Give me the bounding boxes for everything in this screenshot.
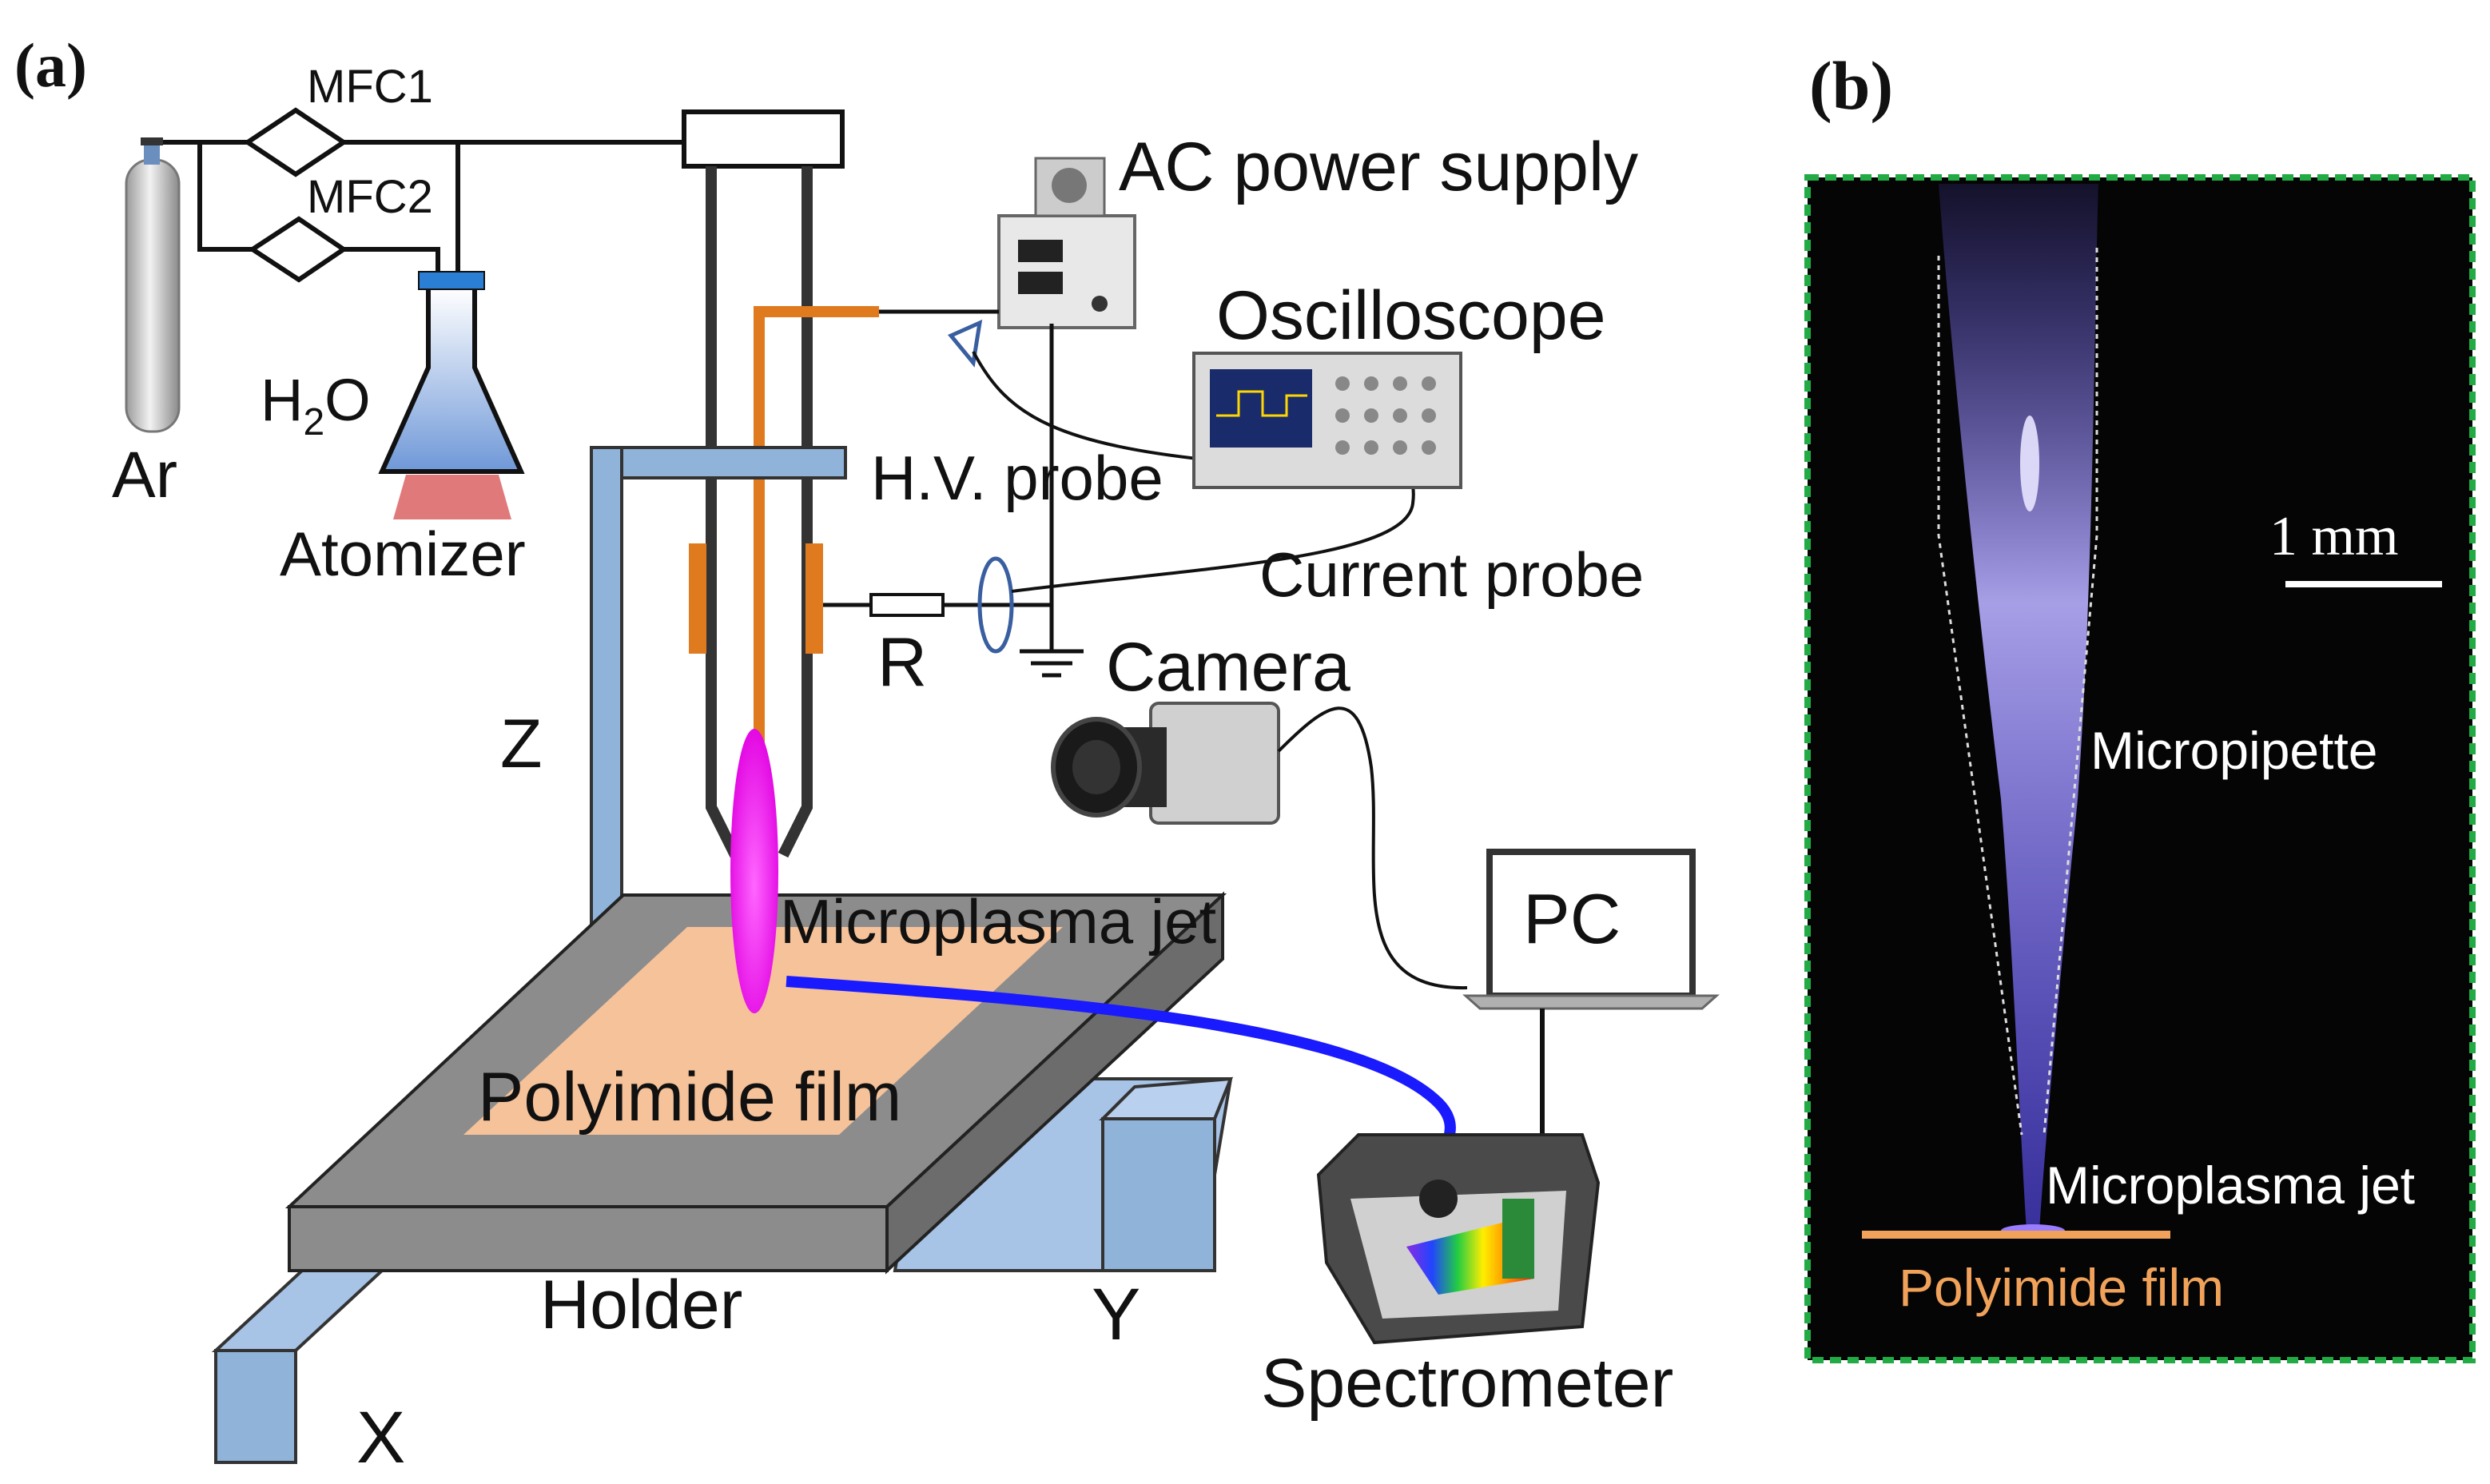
pc-label: PC [1523,879,1621,958]
current-probe-ring-icon [977,556,1014,654]
polyimide-film-label: Polyimide film [478,1059,901,1136]
ac-power-supply-icon [997,157,1136,329]
polyimide-film-sheet [463,927,1063,1135]
resistor-icon [869,593,945,617]
scale-bar [2285,581,2442,587]
oscilloscope-label: Oscilloscope [1216,277,1606,354]
spectrometer-label: Spectrometer [1261,1345,1673,1422]
mfc1-label: MFC1 [307,61,433,113]
current-probe-label: Current probe [1259,539,1644,610]
camera-label: Camera [1106,629,1350,706]
microplasma-jet-plume [730,729,778,1013]
panel-a: (a) Ar MFC1 MFC2 H2O Atomizer [14,30,1720,1478]
gas-lines [152,140,687,276]
quartz-tube [706,166,813,858]
polyimide-film-line [1862,1231,2170,1239]
h2o-label: H2O [261,367,371,444]
mfc2-label: MFC2 [307,171,433,223]
panel-b: (b) 1 mm Micropipette Microplasma jet Po… [1804,47,2476,1363]
gas-inlet-box [682,109,845,169]
ac-power-supply-label: AC power supply [1119,129,1638,205]
microplasma-jet-label: Microplasma jet [780,886,1216,957]
x-axis-label: X [356,1397,405,1478]
micropipette-outline [1937,248,2098,1136]
plasma-bright-core [2020,416,2039,511]
microplasma-jet-label-b: Microplasma jet [2046,1156,2415,1215]
ground-electrode-left [689,543,706,654]
pc-laptop-icon [1462,849,1720,1010]
ar-label: Ar [112,439,177,511]
camera-cable [1277,706,1468,990]
hv-electrode [754,306,879,799]
ground-electrode-right [805,543,823,654]
argon-cylinder [125,137,181,433]
spectrometer-icon [1316,1133,1601,1345]
photo-frame [1804,174,2476,1363]
hv-probe-label: H.V. probe [871,443,1163,513]
polyimide-film-label-b: Polyimide film [1899,1258,2224,1317]
scale-bar-label: 1 mm [2269,506,2398,567]
atomizer-flask [378,271,525,519]
panel-b-tag: (b) [1809,47,1893,124]
z-axis-label: Z [500,706,543,782]
camera-icon [1051,702,1280,825]
y-axis-label: Y [1092,1274,1140,1355]
panel-a-tag: (a) [14,30,87,100]
ground-icon [1020,649,1084,678]
holder-label: Holder [540,1267,742,1343]
micropipette-label: Micropipette [2090,721,2378,780]
mfc1-valve-icon [243,107,348,177]
oscilloscope-icon [1192,352,1462,489]
resistor-label: R [877,624,927,701]
atomizer-label: Atomizer [280,519,526,589]
mfc2-valve-icon [248,216,348,283]
